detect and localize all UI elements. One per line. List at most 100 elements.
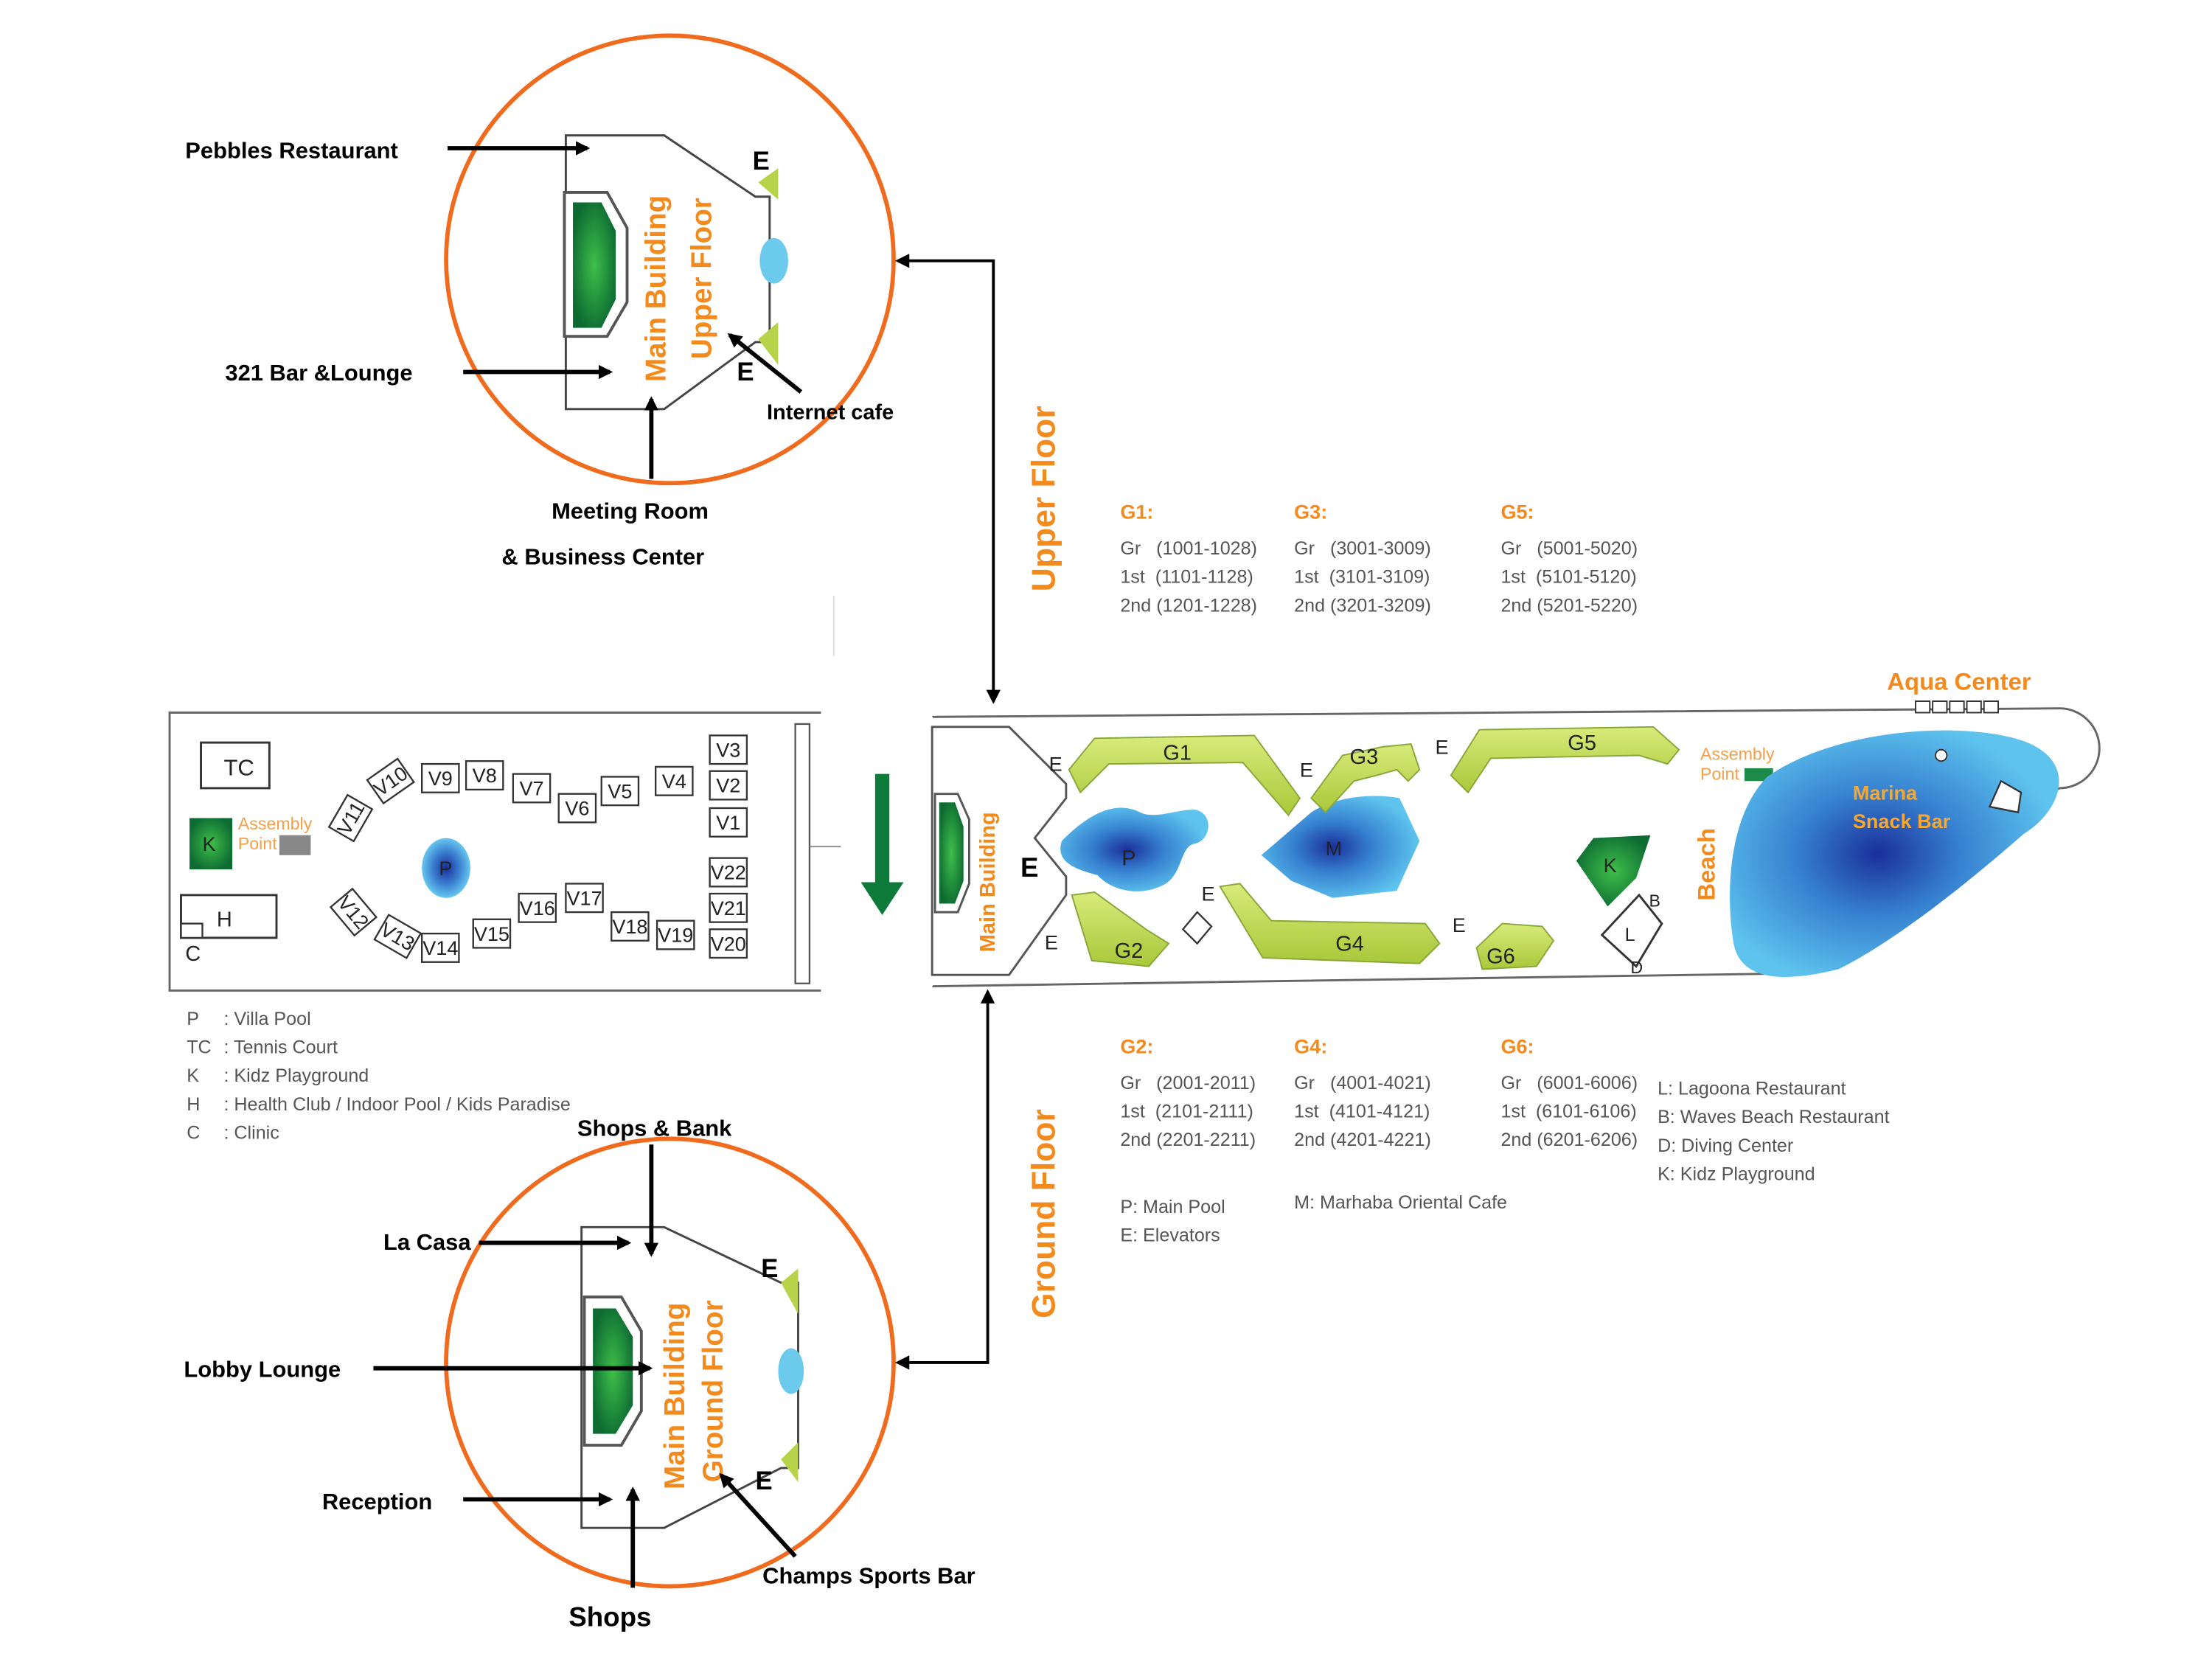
main-pool-label: P xyxy=(1121,846,1135,870)
room-group-row: 2nd (2201-2211) xyxy=(1120,1130,1256,1150)
villa-v21-label: V21 xyxy=(711,897,746,919)
health-club-label: H xyxy=(217,908,232,931)
villa-legend-desc: : Health Club / Indoor Pool / Kids Parad… xyxy=(223,1094,570,1115)
villa-v3: V3 xyxy=(709,734,748,765)
block-g3 xyxy=(1310,742,1421,814)
legend-elevators: E: Elevators xyxy=(1120,1225,1220,1246)
villa-v13: V13 xyxy=(373,914,422,959)
room-group-title: G4: xyxy=(1294,1035,1327,1057)
upper-floor-label: Upper Floor xyxy=(686,198,718,359)
ground-floor-connector-label: Ground Floor xyxy=(1026,1109,1062,1318)
tennis-court xyxy=(200,741,271,790)
room-group-row: 1st (2101-2111) xyxy=(1120,1101,1253,1121)
villa-v14: V14 xyxy=(421,932,460,963)
villa-v14-label: V14 xyxy=(422,937,458,959)
villa-v1-label: V1 xyxy=(716,812,740,834)
champs-sports-bar-label: Champs Sports Bar xyxy=(762,1563,975,1589)
villa-pool xyxy=(422,838,470,898)
clinic-label: C xyxy=(185,942,201,966)
room-groups-bottom: G2:Gr (2001-2011)1st (2101-2111)2nd (220… xyxy=(1120,1035,1638,1150)
ground-green-court xyxy=(593,1308,633,1434)
villa-legend-code: H xyxy=(187,1094,200,1115)
pebbles-restaurant-label: Pebbles Restaurant xyxy=(185,138,398,164)
legend-right-item: K: Kidz Playground xyxy=(1658,1164,1815,1185)
villa-pool-label: P xyxy=(439,858,452,880)
ground-building-label: Main Building xyxy=(659,1303,691,1489)
villa-v11: V11 xyxy=(327,793,374,843)
diving-label: D xyxy=(1630,958,1643,977)
villa-legend-desc: : Villa Pool xyxy=(223,1009,310,1029)
villa-v5: V5 xyxy=(600,776,640,807)
villa-v18-label: V18 xyxy=(612,916,647,938)
room-group-row: Gr (1001-1028) xyxy=(1120,538,1257,559)
villa-v3-label: V3 xyxy=(716,739,740,761)
main-pool xyxy=(1060,807,1208,891)
marhaba-label: M xyxy=(1326,838,1343,860)
villa-v8: V8 xyxy=(465,760,504,791)
legend-main-pool: P: Main Pool xyxy=(1120,1197,1225,1217)
meeting-room-label: Meeting Room xyxy=(552,498,709,524)
block-label-g6: G6 xyxy=(1486,945,1515,969)
ground-pool xyxy=(778,1348,804,1394)
block-g4 xyxy=(1219,883,1441,964)
room-group-title: G1: xyxy=(1120,501,1153,524)
resort-main-elevator: E xyxy=(1020,852,1039,883)
snack-bar-kiosk xyxy=(1988,779,2023,814)
villa-legend-desc: : Clinic xyxy=(223,1122,279,1143)
villa-v2-label: V2 xyxy=(716,775,740,797)
villa-v12: V12 xyxy=(329,887,378,937)
villa-v10: V10 xyxy=(366,757,415,805)
room-group-row: Gr (5001-5020) xyxy=(1500,538,1638,559)
upper-building-label: Main Building xyxy=(641,195,672,382)
lobby-lounge-label: Lobby Lounge xyxy=(184,1356,341,1382)
upper-elevator-top: E xyxy=(753,147,770,175)
villa-v20: V20 xyxy=(709,928,748,959)
block-label-g3: G3 xyxy=(1350,745,1379,769)
block-label-g1: G1 xyxy=(1163,741,1192,765)
elevator-label: E xyxy=(1453,914,1466,936)
villa-v20-label: V20 xyxy=(711,933,746,955)
villa-assembly-label-2: Point xyxy=(238,834,277,853)
villa-v17: V17 xyxy=(565,883,604,914)
block-label-g4: G4 xyxy=(1335,932,1364,956)
villa-v16-label: V16 xyxy=(520,897,555,919)
aqua-center-label: Aqua Center xyxy=(1887,668,2031,695)
room-group-row: 2nd (3201-3209) xyxy=(1294,595,1431,616)
villa-v18: V18 xyxy=(611,911,650,942)
resort-assembly-label-1: Assembly xyxy=(1700,744,1775,763)
villa-v12-label: V12 xyxy=(333,891,373,933)
room-group-title: G2: xyxy=(1120,1035,1153,1057)
villa-v22-label: V22 xyxy=(711,862,746,884)
lagoona-label: L xyxy=(1625,925,1635,945)
bar-321-label: 321 Bar &Lounge xyxy=(225,360,412,386)
ground-connector-line xyxy=(897,995,990,1364)
villa-legend-code: K xyxy=(187,1065,199,1086)
shops-bank-label: Shops & Bank xyxy=(577,1116,732,1141)
resort-kidz-label: K xyxy=(1604,855,1617,877)
villa-assembly-label-1: Assembly xyxy=(238,814,313,833)
lagoona-restaurant xyxy=(1600,893,1663,968)
villa-v2: V2 xyxy=(709,770,748,801)
upper-elevator-bottom: E xyxy=(737,358,754,386)
elevator-label: E xyxy=(1436,737,1449,759)
room-group-row: 2nd (6201-6206) xyxy=(1500,1130,1638,1150)
villa-legend-code: P xyxy=(187,1009,199,1029)
beach-label: Beach xyxy=(1692,828,1719,901)
villa-v19-label: V19 xyxy=(658,925,693,947)
room-group-row: Gr (3001-3009) xyxy=(1294,538,1431,559)
legend-marhaba: M: Marhaba Oriental Cafe xyxy=(1294,1192,1507,1213)
villa-legend-code: TC xyxy=(187,1037,211,1057)
villa-v6-label: V6 xyxy=(565,798,589,820)
room-group-row: 1st (3101-3109) xyxy=(1294,567,1430,588)
elevator-label: E xyxy=(1300,759,1313,781)
aqua-center-icons xyxy=(1914,700,2000,714)
room-groups-top: G1:Gr (1001-1028)1st (1101-1128)2nd (120… xyxy=(1120,501,1638,616)
block-g2 xyxy=(1071,891,1170,967)
villa-v8-label: V8 xyxy=(473,765,497,787)
villa-assembly-marker xyxy=(279,835,311,855)
